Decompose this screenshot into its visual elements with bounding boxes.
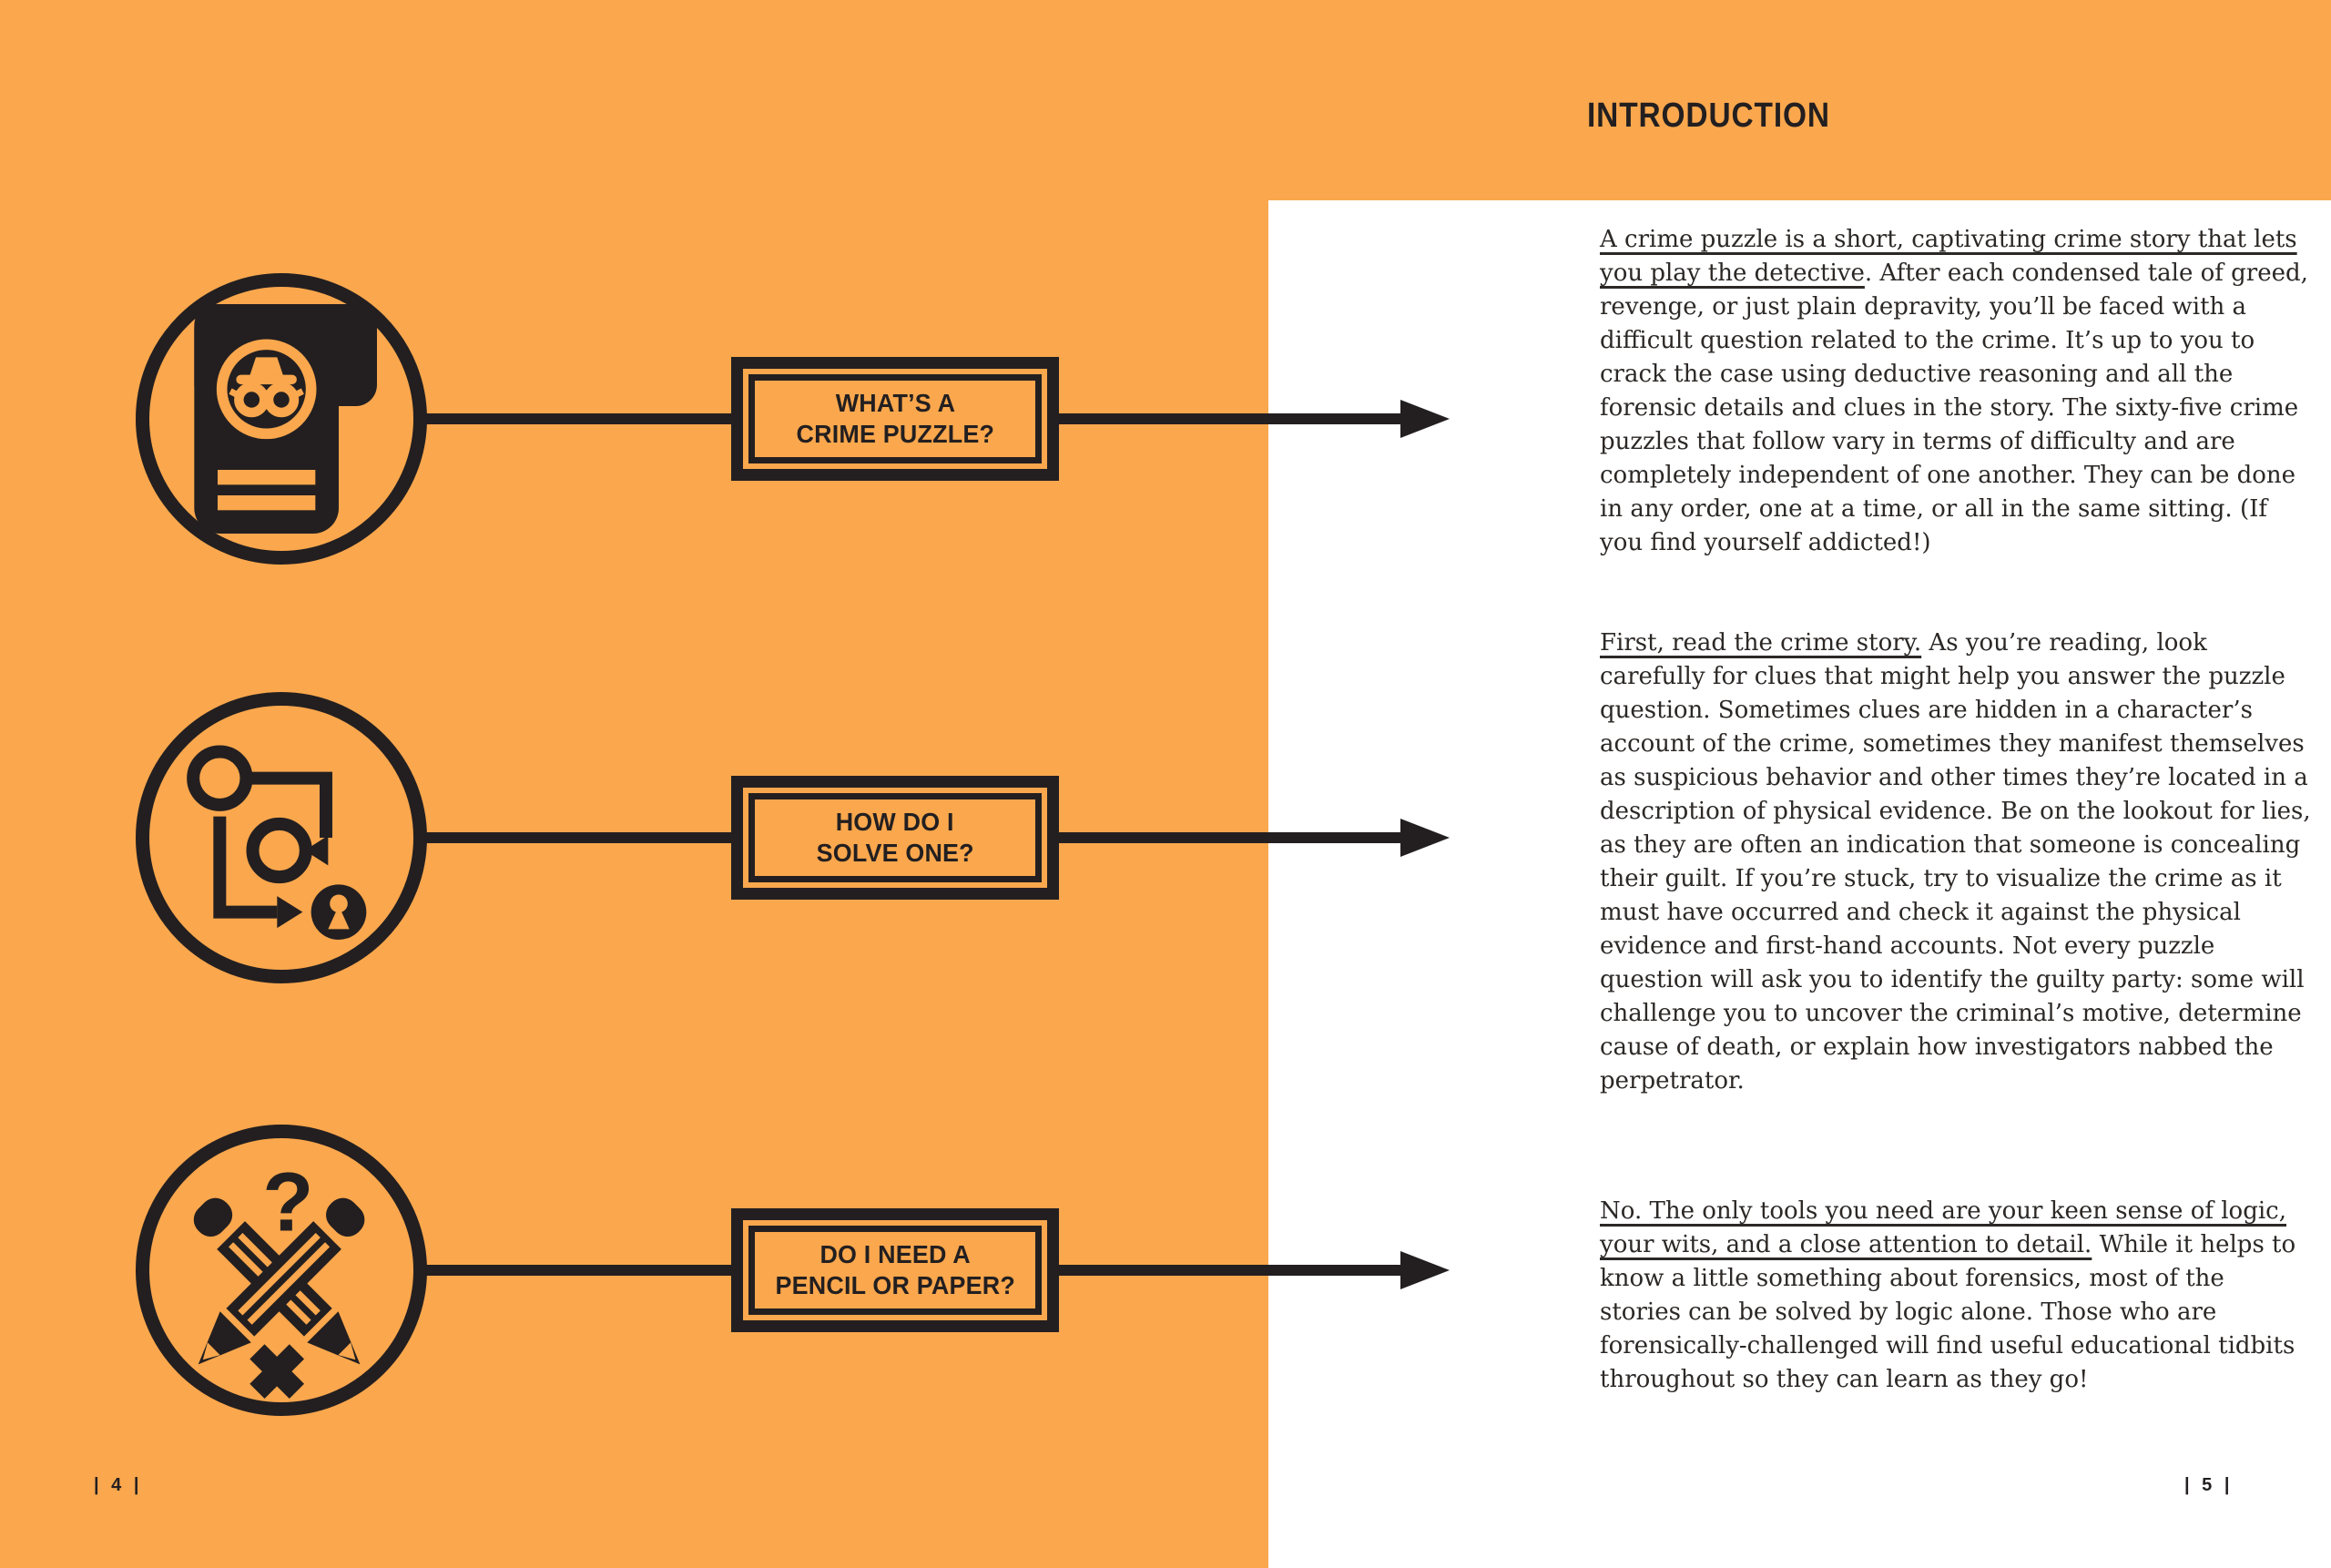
icon-circle-row1 xyxy=(136,273,427,565)
flowchart-lock-icon xyxy=(187,745,367,940)
arrow-right-icon xyxy=(1400,1251,1450,1289)
paragraph-what-is-a-crime-puzzle: A crime puzzle is a short, captivating c… xyxy=(1600,223,2312,560)
page-title: INTRODUCTION xyxy=(1587,97,1830,135)
underlined-lead-sentence: A crime puzzle is a short, captivating c… xyxy=(1600,226,2297,287)
question-label-line2: PENCIL OR PAPER? xyxy=(775,1271,1015,1299)
underlined-lead-sentence: No. The only tools you need are your kee… xyxy=(1600,1197,2286,1258)
question-box-inner-frame: WHAT’S A CRIME PUZZLE? xyxy=(748,374,1042,463)
icon-circle-row2 xyxy=(136,692,427,983)
icon-circle-row3: ? xyxy=(136,1125,427,1416)
question-box-inner-frame: HOW DO I SOLVE ONE? xyxy=(748,793,1042,882)
page-number-right: | 5 | xyxy=(2184,1475,2234,1495)
question-label-line2: SOLVE ONE? xyxy=(816,839,974,867)
detective-file-icon xyxy=(194,304,377,534)
page-number-left: | 4 | xyxy=(94,1475,143,1495)
paragraph-do-i-need-a-pencil: No. The only tools you need are your kee… xyxy=(1600,1195,2312,1397)
question-label-line1: HOW DO I xyxy=(836,808,954,836)
question-label-line2: CRIME PUZZLE? xyxy=(796,420,994,448)
question-box-inner-frame: DO I NEED A PENCIL OR PAPER? xyxy=(748,1226,1042,1315)
question-box-do-i-need-a-pencil: DO I NEED A PENCIL OR PAPER? xyxy=(731,1208,1059,1332)
arrow-right-icon xyxy=(1400,819,1450,857)
question-label-line1: WHAT’S A xyxy=(835,389,955,417)
question-label-line1: DO I NEED A xyxy=(819,1240,971,1268)
paragraph-body-text: As you’re reading, look carefully for cl… xyxy=(1600,629,2311,1095)
crossed-pencils-icon: ? xyxy=(193,1156,365,1400)
paragraph-how-do-i-solve-one: First, read the crime story. As you’re r… xyxy=(1600,626,2312,1098)
paragraph-body-text: . After each condensed tale of greed, re… xyxy=(1600,260,2308,556)
paragraph-body-text: While it helps to know a little somethin… xyxy=(1600,1231,2296,1393)
question-box-whats-a-crime-puzzle: WHAT’S A CRIME PUZZLE? xyxy=(731,357,1059,481)
question-box-how-do-i-solve-one: HOW DO I SOLVE ONE? xyxy=(731,776,1059,900)
underlined-lead-sentence: First, read the crime story. xyxy=(1600,629,1922,657)
arrow-right-icon xyxy=(1400,400,1450,438)
